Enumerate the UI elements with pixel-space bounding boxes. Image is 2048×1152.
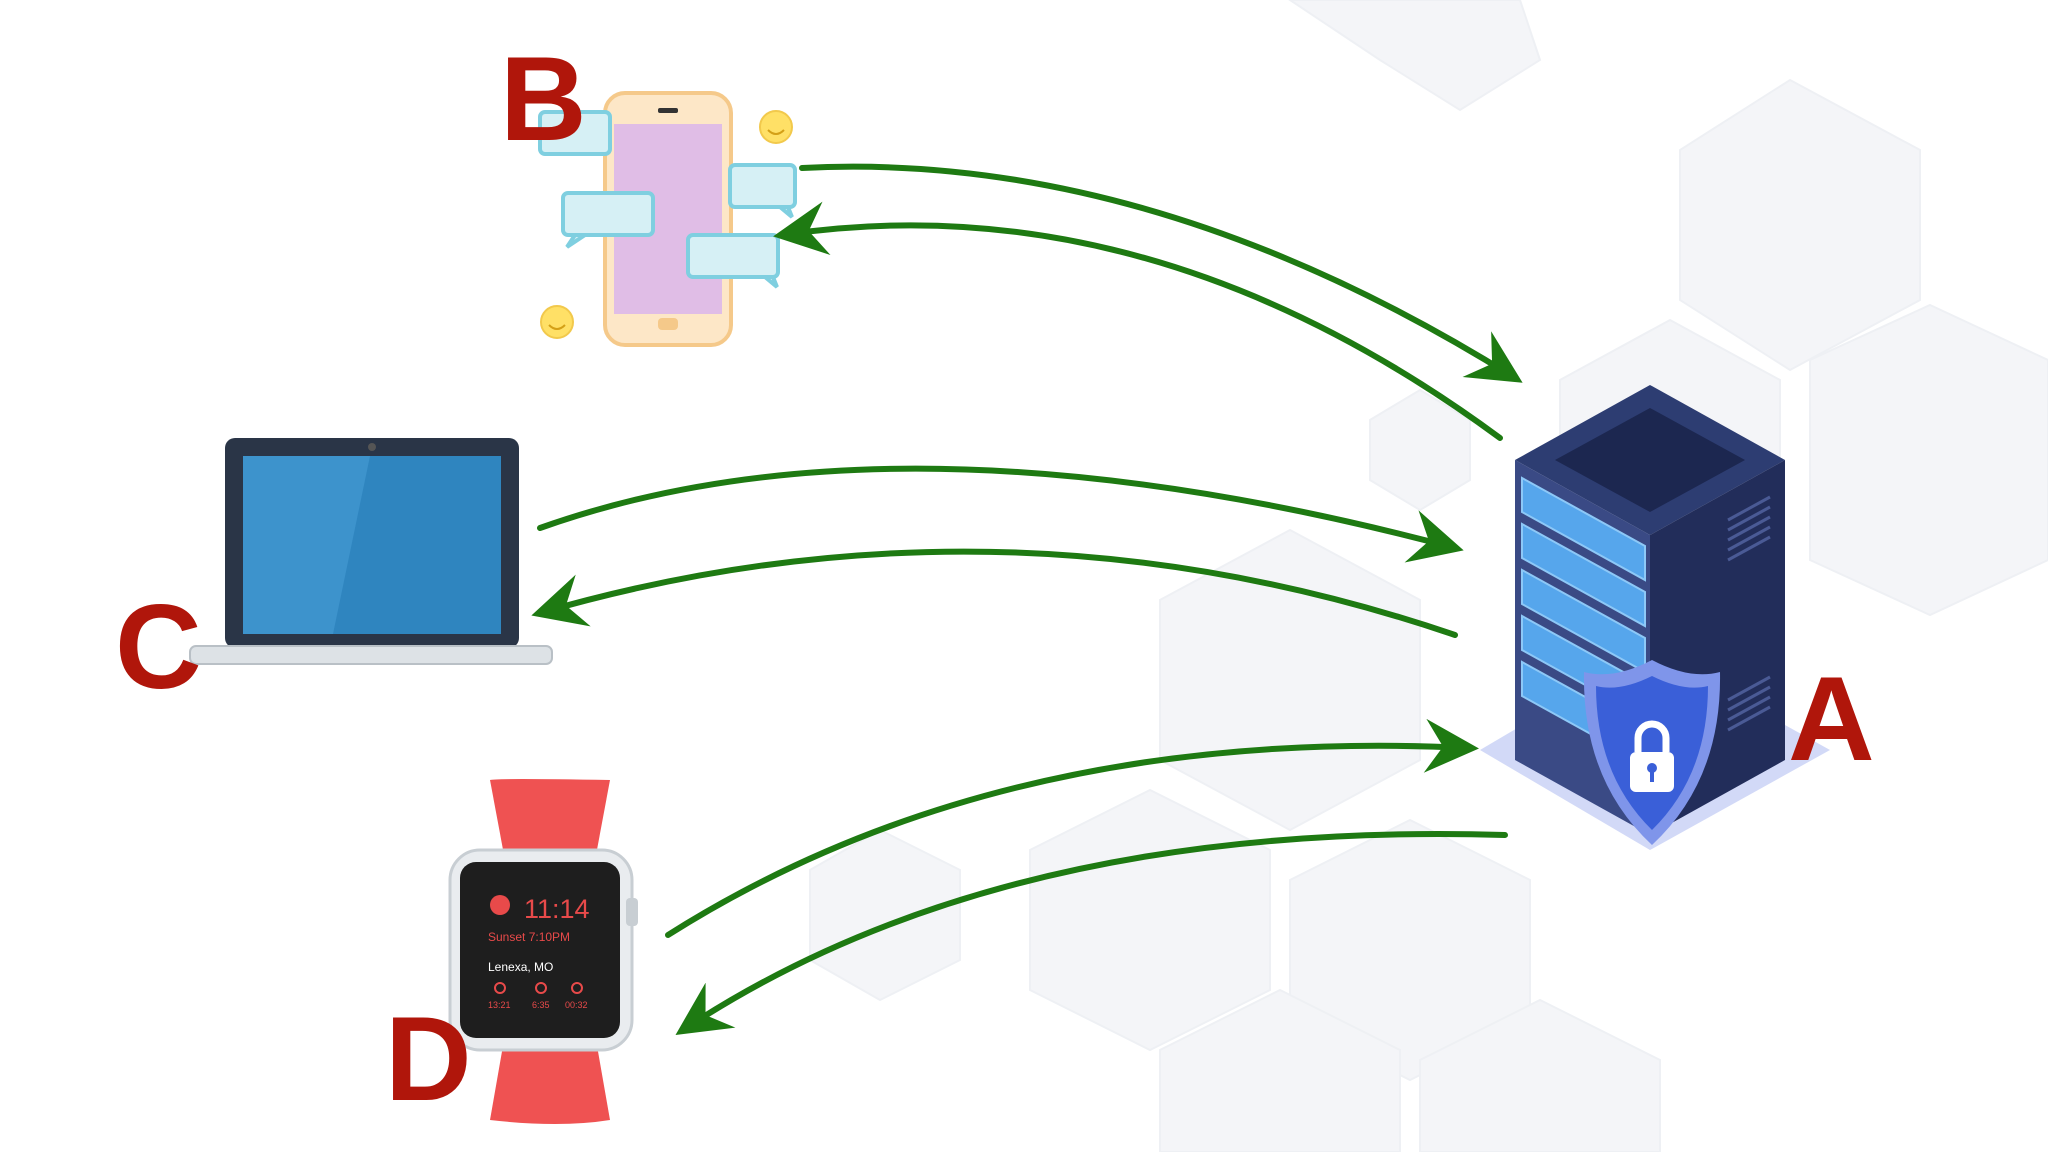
watch-timer-3: 00:32 bbox=[565, 1000, 588, 1010]
smiley-icon bbox=[540, 110, 793, 339]
hexagon-background bbox=[809, 0, 2048, 1152]
timer-icon bbox=[494, 982, 583, 994]
laptop-icon bbox=[189, 438, 553, 665]
label-laptop: C bbox=[115, 580, 202, 714]
arrow-server-to-laptop bbox=[531, 548, 1458, 638]
watch-sunset: Sunset 7:10PM bbox=[488, 930, 570, 944]
label-watch: D bbox=[385, 992, 472, 1126]
watch-location: Lenexa, MO bbox=[488, 960, 553, 974]
arrow-server-to-phone bbox=[773, 201, 1503, 441]
watch-time: 11:14 bbox=[524, 894, 590, 924]
watch-timer-2: 6:35 bbox=[532, 1000, 550, 1010]
arrow-phone-to-server bbox=[799, 163, 1523, 383]
label-server: A bbox=[1788, 652, 1875, 786]
label-phone: B bbox=[500, 32, 587, 166]
shield-lock-icon bbox=[1583, 660, 1721, 845]
watch-timer-1: 13:21 bbox=[488, 1000, 511, 1010]
arrow-watch-to-server bbox=[665, 718, 1479, 938]
arrow-laptop-to-server bbox=[537, 465, 1464, 563]
smartwatch-icon bbox=[448, 779, 638, 1124]
arrow-server-to-watch bbox=[675, 831, 1508, 1035]
chat-bubble-icon bbox=[538, 110, 797, 289]
